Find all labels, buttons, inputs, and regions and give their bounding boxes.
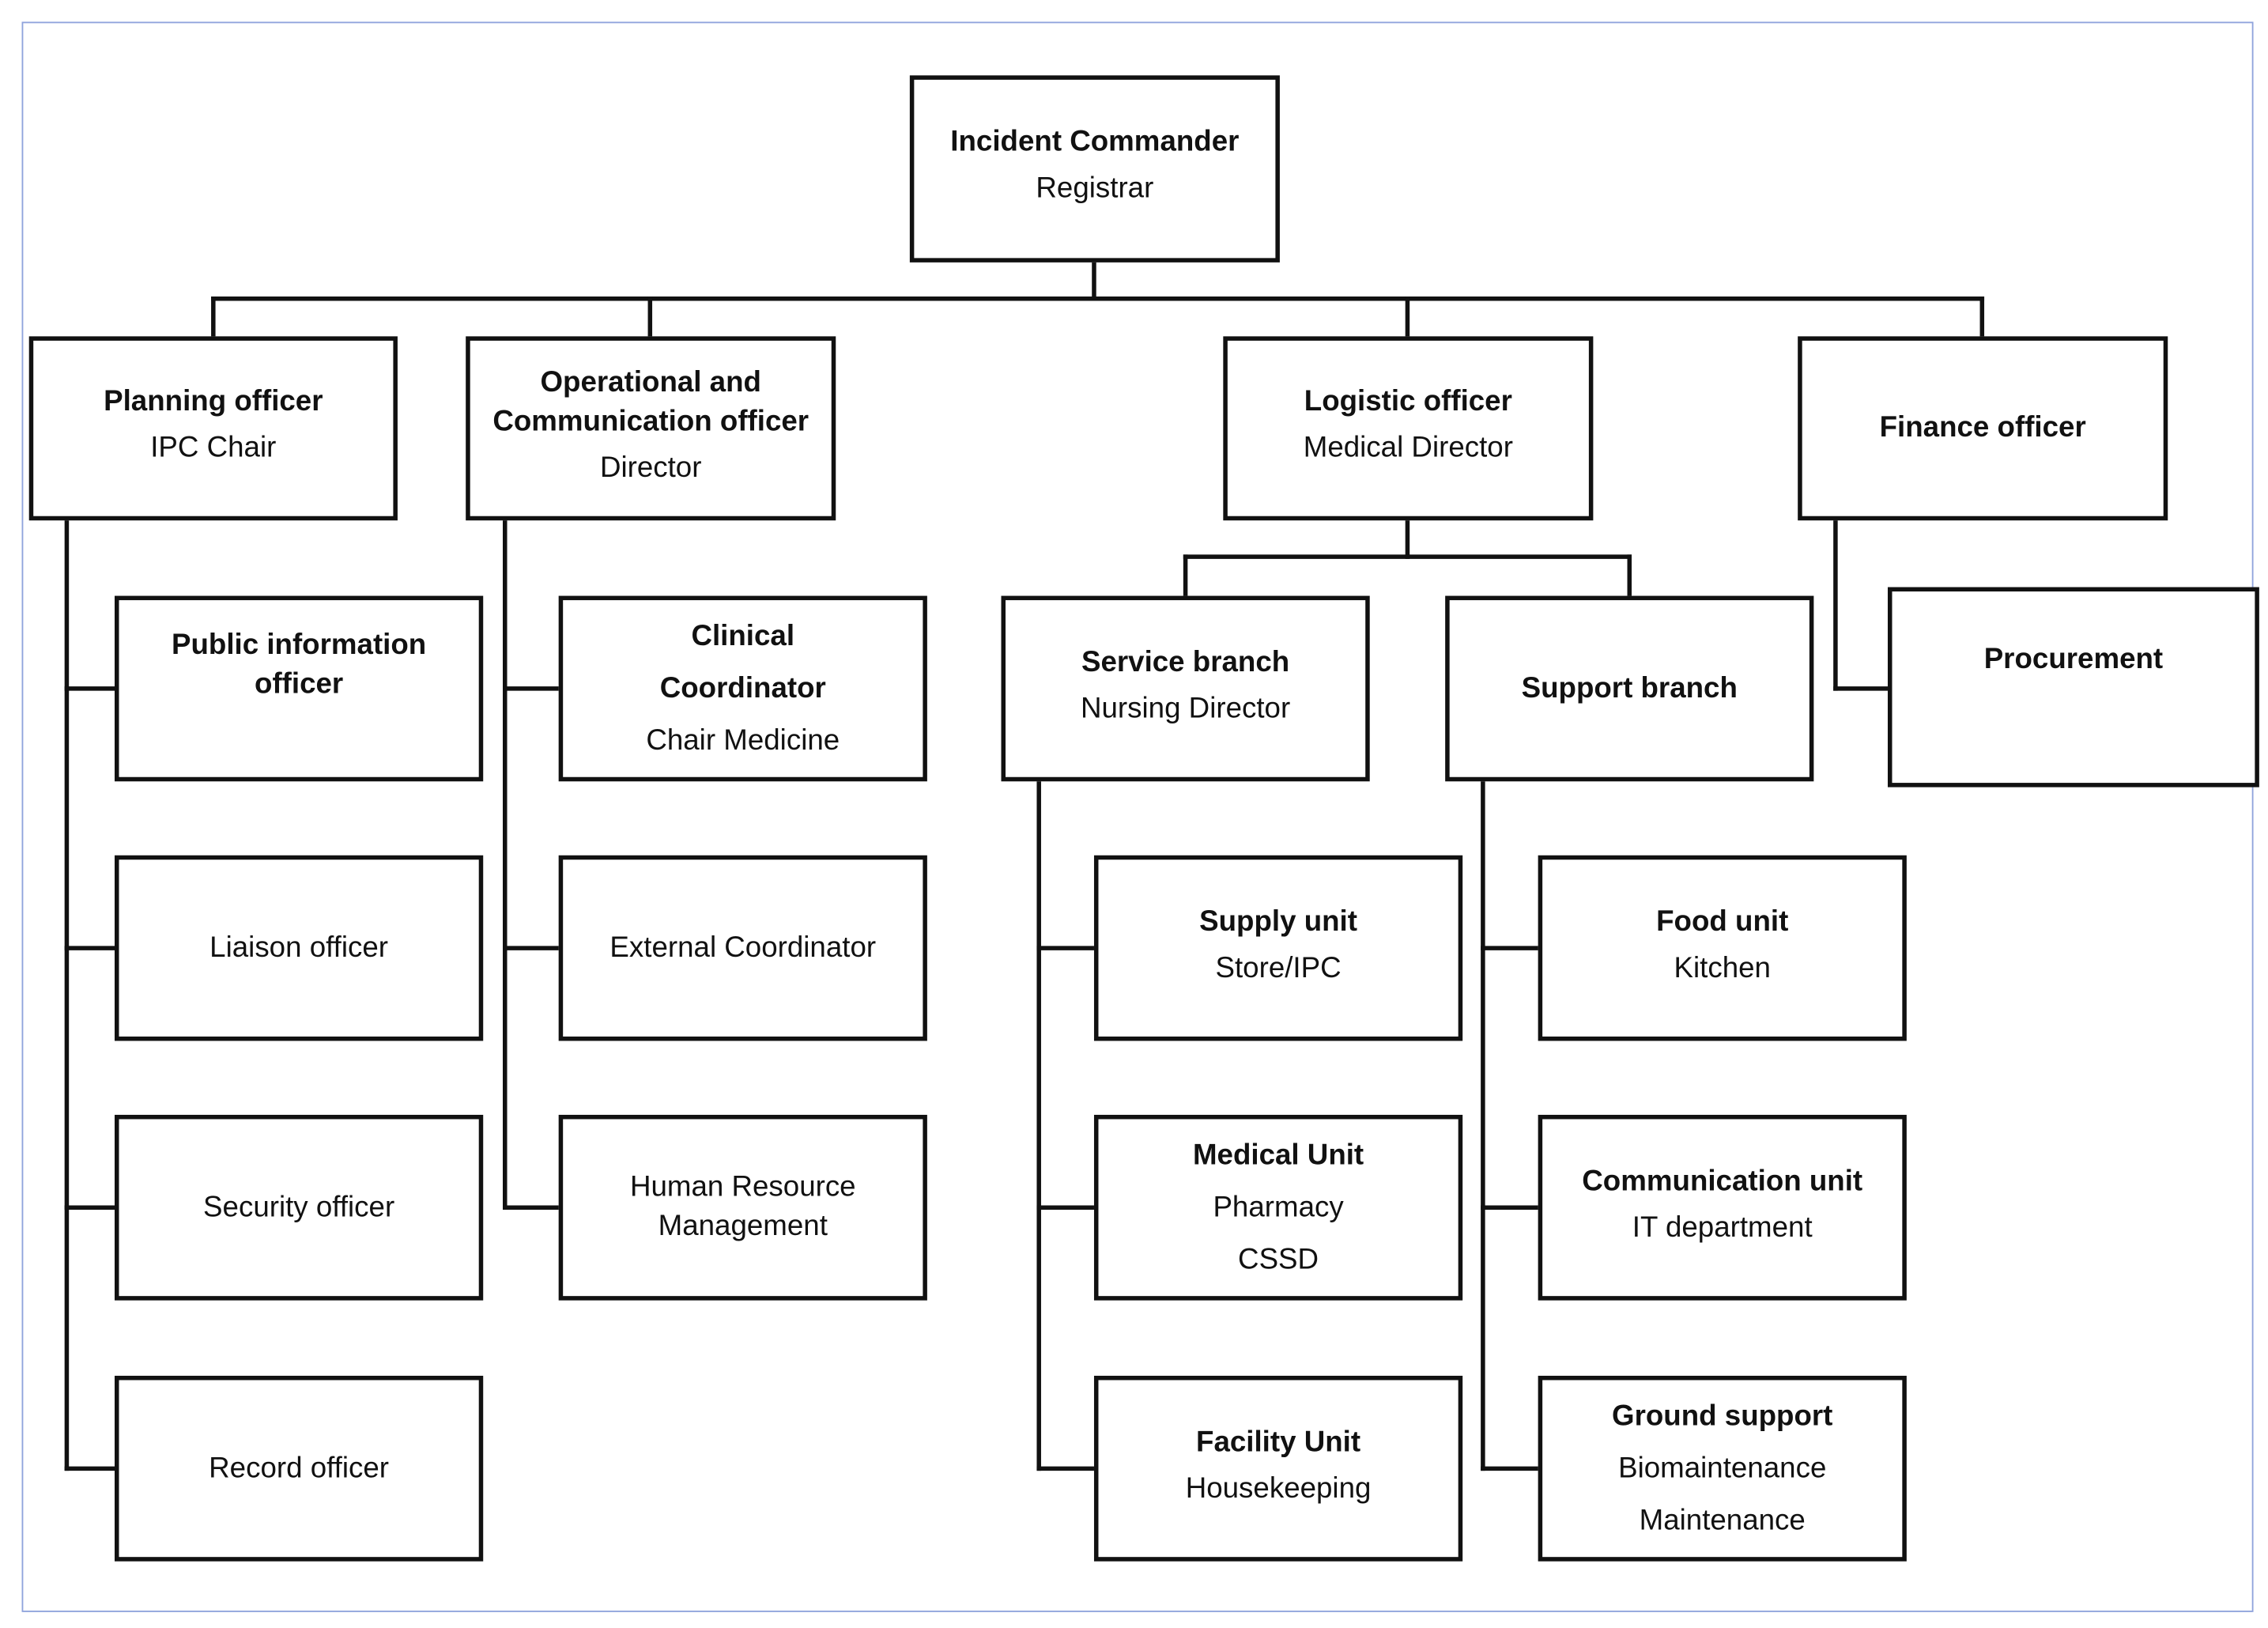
planning-officer-title: Planning officer xyxy=(104,385,323,418)
food-unit-sub: Kitchen xyxy=(1674,951,1771,984)
logistic-officer-sub: Medical Director xyxy=(1303,432,1513,464)
incident-commander-title: Incident Commander xyxy=(950,126,1240,158)
clinical-coordinator-box: Clinical Coordinator Chair Medicine xyxy=(558,595,927,782)
communication-unit-box: Communication unit IT department xyxy=(1538,1114,1907,1301)
service-branch-title: Service branch xyxy=(1081,645,1290,678)
clinical-coordinator-title-line1: Clinical xyxy=(691,620,795,653)
supply-unit-box: Supply unit Store/IPC xyxy=(1093,855,1463,1041)
finance-officer-box: Finance officer xyxy=(1798,336,2168,521)
supply-unit-sub: Store/IPC xyxy=(1215,951,1342,984)
record-officer-box: Record officer xyxy=(115,1375,484,1562)
ground-support-box: Ground support Biomaintenance Maintenanc… xyxy=(1538,1375,1907,1562)
planning-officer-box: Planning officer IPC Chair xyxy=(28,336,398,521)
medical-unit-sub2: CSSD xyxy=(1238,1244,1319,1276)
planning-officer-sub: IPC Chair xyxy=(150,432,277,464)
clinical-coordinator-title-line2: Coordinator xyxy=(659,672,826,705)
public-information-officer-title-line2: officer xyxy=(255,668,344,701)
facility-unit-sub: Housekeeping xyxy=(1185,1471,1372,1505)
facility-unit-title: Facility Unit xyxy=(1196,1426,1361,1458)
record-officer-label: Record officer xyxy=(209,1452,390,1485)
supply-unit-title: Supply unit xyxy=(1199,905,1357,938)
service-branch-sub: Nursing Director xyxy=(1080,692,1291,724)
incident-commander-sub: Registrar xyxy=(1036,172,1154,205)
human-resource-management-line2: Management xyxy=(658,1210,828,1243)
human-resource-management-line1: Human Resource xyxy=(629,1171,856,1203)
liaison-officer-box: Liaison officer xyxy=(115,855,484,1041)
ground-support-title: Ground support xyxy=(1612,1400,1833,1433)
ground-support-sub2: Maintenance xyxy=(1639,1505,1806,1537)
clinical-coordinator-sub: Chair Medicine xyxy=(646,724,840,757)
chart-frame xyxy=(21,21,2254,1612)
medical-unit-box: Medical Unit Pharmacy CSSD xyxy=(1093,1114,1463,1301)
facility-unit-box: Facility Unit Housekeeping xyxy=(1093,1375,1463,1562)
procurement-box: Procurement xyxy=(1887,587,2259,788)
finance-officer-title: Finance officer xyxy=(1879,411,2086,444)
medical-unit-sub1: Pharmacy xyxy=(1213,1192,1344,1224)
communication-unit-title: Communication unit xyxy=(1582,1165,1863,1197)
food-unit-title: Food unit xyxy=(1656,905,1789,938)
communication-unit-sub: IT department xyxy=(1632,1211,1813,1244)
security-officer-label: Security officer xyxy=(203,1192,395,1224)
external-coordinator-label: External Coordinator xyxy=(609,931,877,965)
public-information-officer-box: Public information officer xyxy=(115,595,484,782)
liaison-officer-label: Liaison officer xyxy=(209,931,389,965)
food-unit-box: Food unit Kitchen xyxy=(1538,855,1907,1041)
support-branch-title: Support branch xyxy=(1521,671,1738,704)
logistic-officer-box: Logistic officer Medical Director xyxy=(1223,336,1594,521)
incident-commander-box: Incident Commander Registrar xyxy=(909,75,1280,263)
service-branch-box: Service branch Nursing Director xyxy=(1001,595,1370,782)
human-resource-management-box: Human Resource Management xyxy=(558,1114,927,1301)
procurement-title: Procurement xyxy=(1983,644,2164,676)
security-officer-box: Security officer xyxy=(115,1114,484,1301)
operational-officer-title-line1: Operational and xyxy=(540,365,761,399)
ground-support-sub1: Biomaintenance xyxy=(1618,1452,1827,1485)
operational-officer-box: Operational and Communication officer Di… xyxy=(466,336,836,521)
external-coordinator-box: External Coordinator xyxy=(558,855,927,1041)
medical-unit-title: Medical Unit xyxy=(1192,1139,1364,1172)
logistic-officer-title: Logistic officer xyxy=(1304,385,1512,418)
public-information-officer-title-line1: Public information xyxy=(171,629,427,662)
operational-officer-sub: Director xyxy=(599,451,702,484)
support-branch-box: Support branch xyxy=(1445,595,1814,782)
operational-officer-title-line2: Communication officer xyxy=(492,405,809,437)
